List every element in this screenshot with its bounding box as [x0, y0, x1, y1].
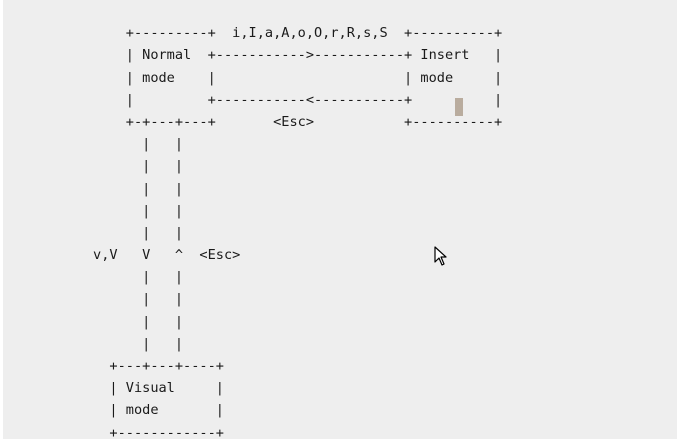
text-cursor: [455, 98, 463, 116]
terminal-panel: +---------+ i,I,a,A,o,O,r,R,s,S +-------…: [3, 0, 677, 441]
diagram-line: | |: [3, 136, 184, 153]
diagram-line: | Visual |: [3, 380, 224, 397]
diagram-line: +-+---+---+ <Esc> +----------+: [3, 113, 503, 130]
diagram-line: v,V V ^ <Esc>: [3, 247, 241, 264]
diagram-line: | |: [3, 335, 184, 352]
diagram-line: [3, 0, 677, 22]
diagram-line: | |: [3, 158, 184, 175]
mouse-pointer-icon: [434, 246, 447, 266]
diagram-line: +---------+ i,I,a,A,o,O,r,R,s,S +-------…: [3, 25, 503, 42]
mode-diagram: +---------+ i,I,a,A,o,O,r,R,s,S +-------…: [3, 0, 677, 440]
diagram-line: +---+---+----+: [3, 358, 224, 374]
diagram-line: | |: [3, 313, 184, 330]
diagram-line: | |: [3, 269, 184, 286]
diagram-line: | +-----------<-----------+ |: [3, 91, 503, 108]
diagram-line: +------------+: [3, 424, 224, 441]
diagram-line: | mode |: [3, 402, 224, 419]
diagram-line: | |: [3, 224, 184, 241]
diagram-line: | |: [3, 291, 184, 308]
diagram-line: | |: [3, 202, 184, 219]
diagram-line: | |: [3, 180, 184, 197]
diagram-line: | mode | | mode |: [3, 69, 503, 86]
diagram-line: | Normal +----------->-----------+ Inser…: [3, 47, 503, 64]
